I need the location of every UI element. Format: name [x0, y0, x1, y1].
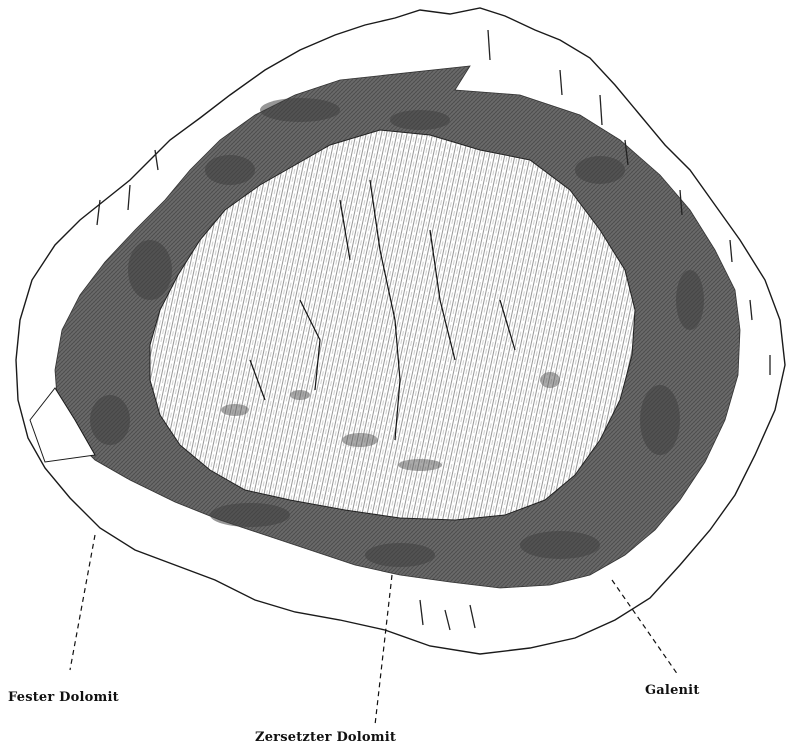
label-fester-dolomit: Fester Dolomit — [8, 690, 119, 705]
label-galenit: Galenit — [645, 683, 700, 698]
label-zersetzter-dolomit: Zersetzter Dolomit — [255, 730, 396, 745]
leader-fester-dolomit — [70, 535, 95, 670]
